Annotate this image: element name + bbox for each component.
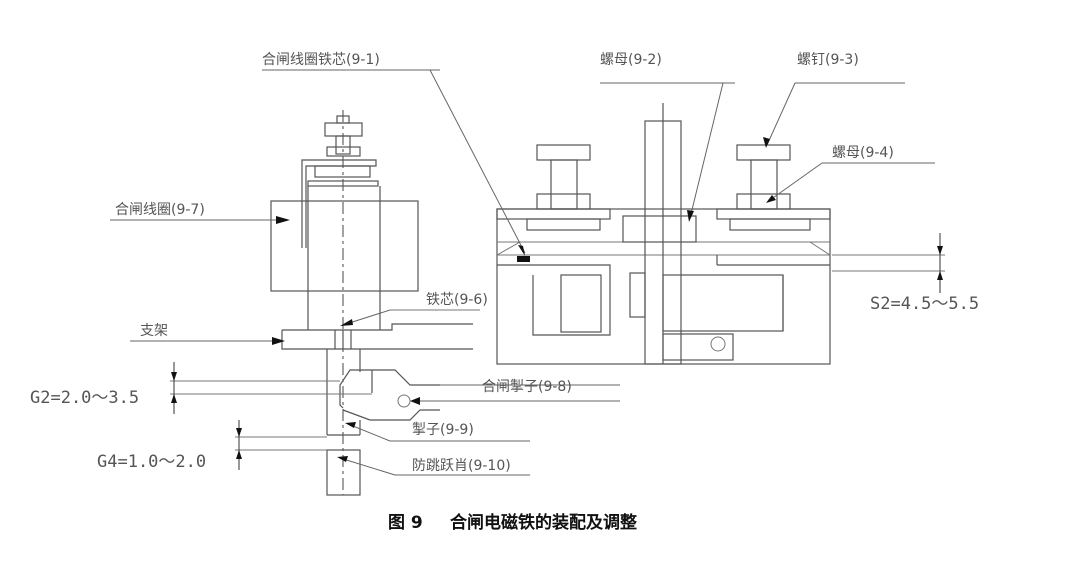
top-stem bbox=[335, 135, 351, 155]
coil-winding bbox=[560, 274, 602, 333]
left-assembly bbox=[270, 110, 480, 496]
leader-lines bbox=[110, 69, 935, 476]
label-nut-9-2: 螺母(9-2) bbox=[600, 52, 662, 68]
figure-number: 图 9 bbox=[388, 513, 423, 533]
label-closing-pawl: 合闸掣子(9-8) bbox=[482, 379, 572, 395]
label-bracket: 支架 bbox=[140, 323, 168, 339]
label-pawl: 掣子(9-9) bbox=[412, 422, 474, 438]
label-iron-core: 铁芯(9-6) bbox=[426, 292, 488, 308]
label-nut-9-4: 螺母(9-4) bbox=[832, 145, 894, 161]
coil-bracket bbox=[301, 159, 377, 248]
dim-g2: G2=2.0～3.5 bbox=[30, 388, 139, 408]
dim-s2: S2=4.5～5.5 bbox=[870, 294, 979, 314]
figure-caption: 合闸电磁铁的装配及调整 bbox=[450, 512, 637, 533]
right-screw-head bbox=[736, 144, 791, 161]
label-anti-pump-pin: 防跳跃肖(9-10) bbox=[412, 458, 511, 474]
core-marker bbox=[517, 256, 530, 262]
right-assembly bbox=[496, 103, 831, 365]
top-washer bbox=[326, 146, 361, 157]
closing-coil-body bbox=[270, 200, 419, 292]
left-screw-head bbox=[536, 144, 591, 161]
pawl-pivot bbox=[397, 394, 411, 408]
core-top bbox=[307, 180, 379, 187]
coil-top-plate bbox=[314, 165, 371, 178]
top-knob bbox=[336, 115, 350, 124]
label-screw-9-3: 螺钉(9-3) bbox=[797, 52, 859, 68]
anti-pump-pin-body bbox=[326, 449, 361, 496]
label-closing-coil: 合闸线圈(9-7) bbox=[115, 202, 205, 218]
label-closing-coil-core: 合闸线圈铁芯(9-1) bbox=[262, 52, 380, 68]
roller bbox=[710, 336, 726, 352]
dimension-markers bbox=[170, 233, 945, 470]
dim-g4: G4=1.0～2.0 bbox=[97, 452, 206, 472]
